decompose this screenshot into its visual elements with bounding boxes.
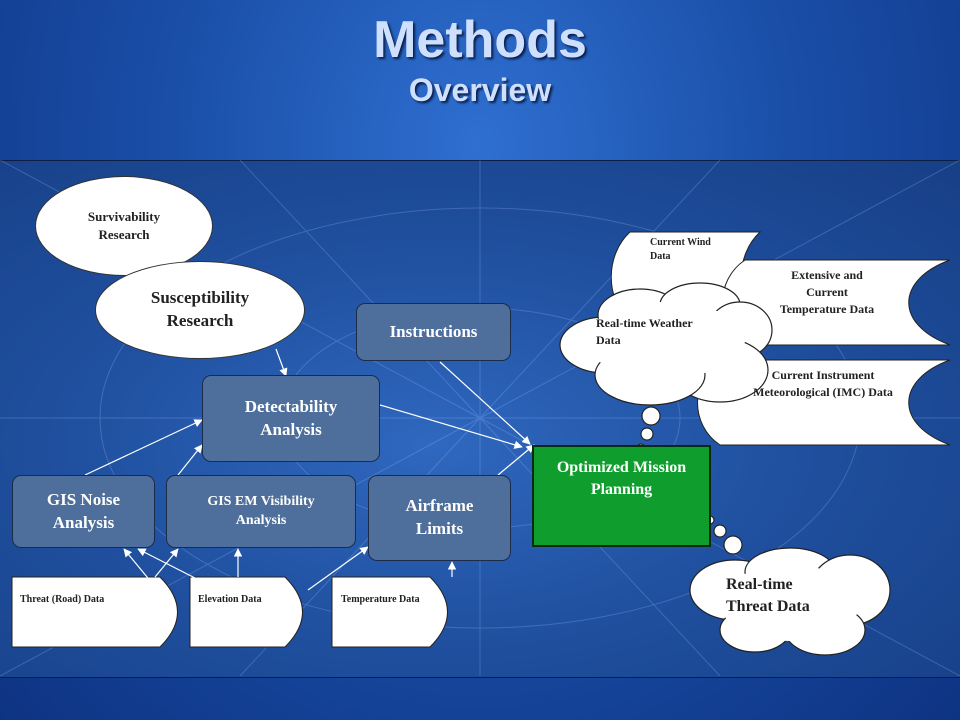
instructions-node: Instructions [356, 303, 511, 361]
temperature-data-label: Temperature Data [341, 594, 420, 605]
arrow-detectability-optimized [379, 404, 523, 449]
current-wind-data-label: Current Wind Data [650, 237, 711, 262]
imc-data-label: Current Instrument Meteorological (IMC) … [753, 368, 893, 399]
susceptibility-research-label: Susceptibility Research [150, 288, 250, 330]
arrow-threat-em [154, 548, 179, 578]
detectability-analysis-label: Detectability Analysis [244, 396, 338, 439]
extensive-temp-data-label: Extensive and Current Temperature Data [779, 268, 875, 316]
page-subtitle: Overview [408, 72, 552, 108]
gis-em-visibility-analysis-node: GIS EM Visibility Analysis [166, 475, 356, 548]
page-title: Methods [373, 11, 587, 69]
temperature-data-shape [331, 576, 448, 648]
threat-road-data-shape [11, 576, 178, 648]
instructions-label: Instructions [389, 321, 478, 341]
realtime-weather-cloud [559, 282, 773, 453]
detectability-analysis-node: Detectability Analysis [202, 375, 380, 462]
susceptibility-research-node: Susceptibility Research [95, 261, 305, 359]
arrow-airframe-optimized [497, 444, 535, 476]
gis-em-visibility-analysis-label: GIS EM Visibility Analysis [207, 493, 315, 528]
realtime-threat-cloud [689, 515, 891, 656]
arrow-em-detectability [177, 444, 203, 476]
gis-noise-analysis-node: GIS Noise Analysis [12, 475, 155, 548]
survivability-research-label: Survivability Research [87, 209, 161, 242]
optimized-mission-planning-node: Optimized Mission Planning [532, 445, 711, 547]
survivability-research-node: Survivability Research [35, 176, 213, 276]
airframe-limits-node: Airframe Limits [368, 475, 511, 561]
arrow-susceptibility-detectability [275, 348, 288, 377]
arrow-noise-detectability [84, 419, 203, 476]
gis-noise-analysis-label: GIS Noise Analysis [46, 489, 121, 532]
elevation-data-label: Elevation Data [198, 594, 262, 605]
arrow-threat-noise [123, 548, 153, 584]
threat-road-data-label: Threat (Road) Data [20, 594, 105, 605]
realtime-weather-data-label: Real-time Weather Data [596, 316, 693, 347]
arrow-elevation-airframe [307, 546, 369, 591]
elevation-data-shape [189, 576, 303, 648]
arrow-instructions-optimized [439, 361, 531, 445]
airframe-limits-label: Airframe Limits [405, 496, 474, 538]
optimized-mission-planning-label: Optimized Mission Planning [556, 459, 687, 498]
realtime-threat-data-label: Real-time Threat Data [726, 576, 810, 616]
